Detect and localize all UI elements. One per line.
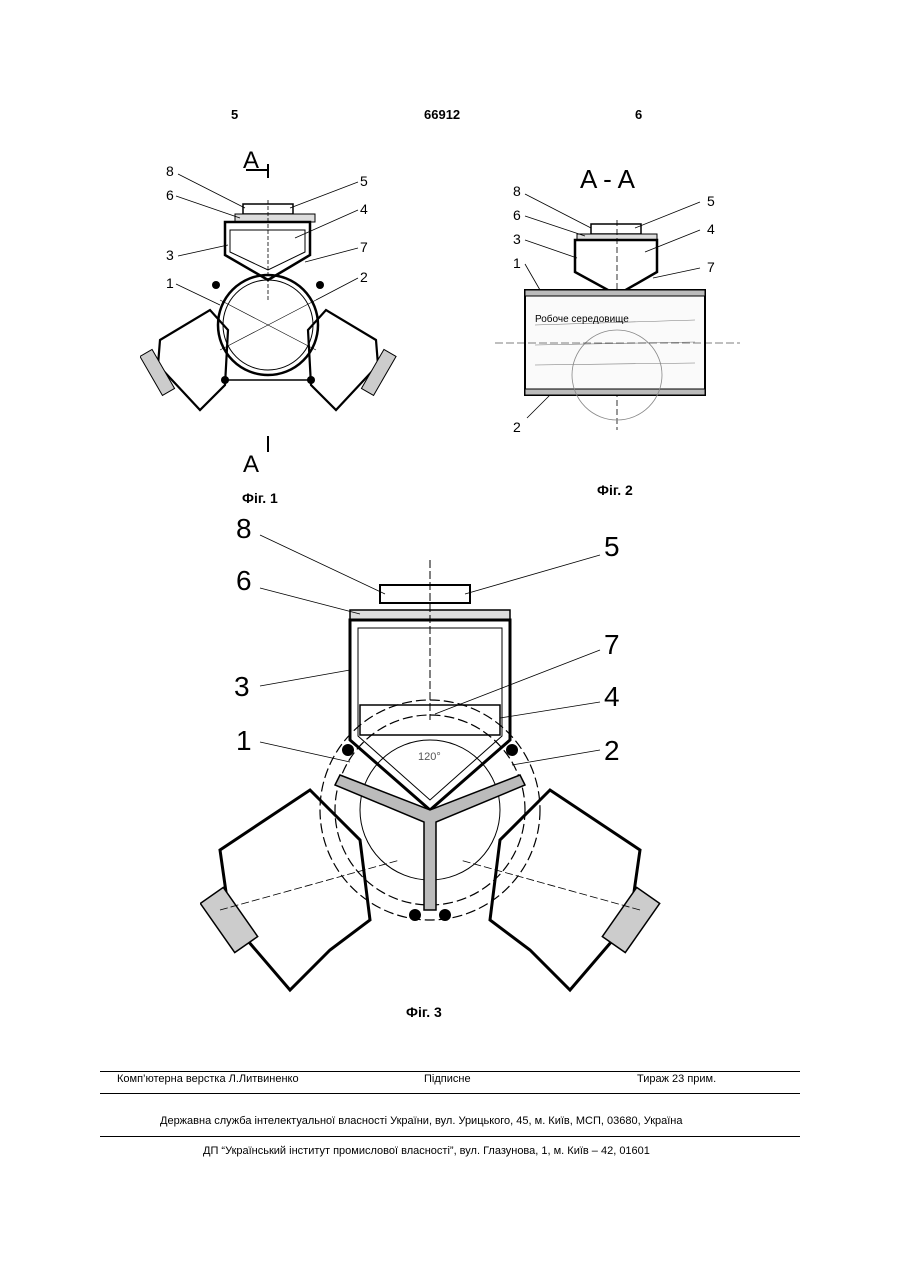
fig3-label-3: 3 <box>234 671 250 702</box>
page-number-right: 6 <box>635 107 642 122</box>
fig3-label-7: 7 <box>604 629 620 660</box>
fig1-label-2: 2 <box>360 269 368 285</box>
fig2-label-5: 5 <box>707 193 715 209</box>
fig3-label-8: 8 <box>236 513 252 544</box>
fig2-label-4: 4 <box>707 221 715 237</box>
fig2-label-1: 1 <box>513 255 521 271</box>
fig3-label-6: 6 <box>236 565 252 596</box>
fig1-label-4: 4 <box>360 201 368 217</box>
footer-circulation: Тираж 23 прим. <box>637 1073 716 1085</box>
fig2-label-3: 3 <box>513 231 521 247</box>
figure-3-drawing: 120° 8 6 3 1 5 7 4 2 <box>200 510 680 1000</box>
fig3-angle-label: 120° <box>418 751 441 763</box>
fig3-label-4: 4 <box>604 681 620 712</box>
fig2-label-2: 2 <box>513 419 521 435</box>
fig2-title: A - A <box>580 164 636 194</box>
fig2-label-8: 8 <box>513 183 521 199</box>
fig2-medium-label: Робоче середовище <box>535 313 629 325</box>
fig3-label-2: 2 <box>604 735 620 766</box>
page-number-left: 5 <box>231 107 238 122</box>
fig2-label-7: 7 <box>707 259 715 275</box>
footer-layout-credit: Комп’ютерна верстка Л.Литвиненко <box>117 1073 299 1085</box>
footer-divider-bottom <box>100 1136 800 1137</box>
fig3-label-1: 1 <box>236 725 252 756</box>
patent-number: 66912 <box>424 107 460 122</box>
figure-2-drawing: A - A Робоче середовище 8 6 3 1 2 5 4 7 <box>495 160 740 450</box>
footer-signed: Підписне <box>424 1073 471 1085</box>
footer-divider-middle <box>100 1093 800 1094</box>
fig1-label-1: 1 <box>166 275 174 291</box>
fig1-label-7: 7 <box>360 239 368 255</box>
fig1-label-3: 3 <box>166 247 174 263</box>
figure-3-caption: Фіг. 3 <box>406 1004 442 1020</box>
fig1-label-5: 5 <box>360 173 368 189</box>
figure-2-caption: Фіг. 2 <box>597 482 633 498</box>
figure-1-drawing: A A 8 6 3 1 5 4 7 2 <box>140 140 400 480</box>
figure-1-caption: Фіг. 1 <box>242 490 278 506</box>
fig1-label-8: 8 <box>166 163 174 179</box>
fig3-label-5: 5 <box>604 531 620 562</box>
fig1-label-6: 6 <box>166 187 174 203</box>
footer-divider-top <box>100 1071 800 1072</box>
footer-institute: ДП “Український інститут промислової вла… <box>203 1145 650 1157</box>
fig2-label-6: 6 <box>513 207 521 223</box>
section-label-a-bottom: A <box>243 451 259 478</box>
footer-agency: Державна служба інтелектуальної власност… <box>160 1115 683 1127</box>
